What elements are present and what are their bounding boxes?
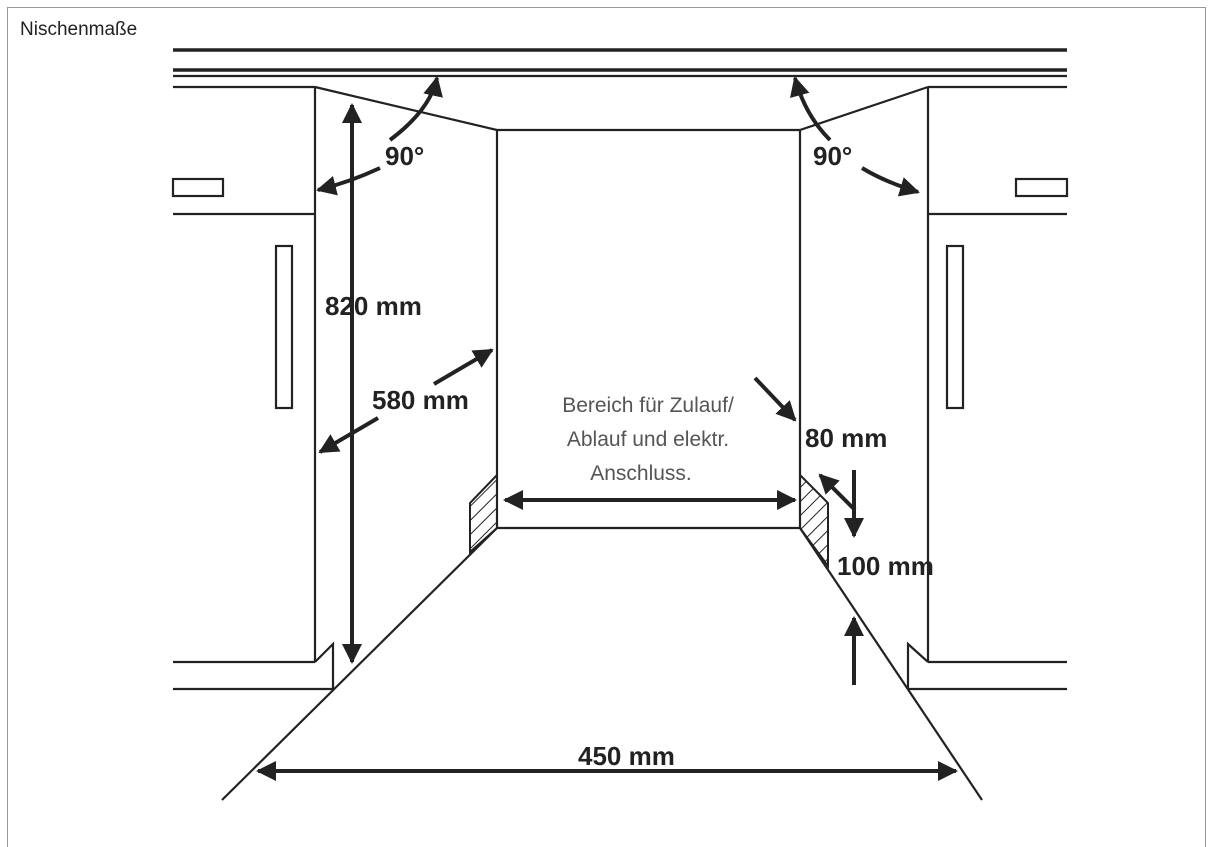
right-drawer-handle (1014, 177, 1069, 198)
plinth-hatching (469, 472, 829, 570)
area-note: Bereich für Zulauf/ Ablauf und elektr. A… (562, 394, 734, 485)
left-drawer-handle (171, 177, 225, 198)
depth-label: 580 mm (372, 385, 469, 415)
left-cabinet (171, 85, 335, 691)
right-door-handle (945, 244, 965, 410)
diagram-frame (7, 7, 1206, 847)
area-note-line-3: Anschluss. (590, 462, 692, 485)
right-cabinet (906, 85, 1069, 691)
height-label: 820 mm (325, 291, 422, 321)
angle-right-label: 90° (813, 141, 852, 171)
area-note-line-1: Bereich für Zulauf/ (562, 394, 734, 417)
side-top-label: 80 mm (805, 423, 887, 453)
niche (221, 85, 983, 801)
left-door-handle (274, 244, 294, 410)
angle-left-label: 90° (385, 141, 424, 171)
dimension-arrows (256, 76, 958, 781)
width-label: 450 mm (578, 741, 675, 771)
side-bottom-label: 100 mm (837, 551, 934, 581)
page-title: Nischenmaße (20, 19, 138, 40)
area-note-line-2: Ablauf und elektr. (567, 428, 729, 451)
countertop (173, 48, 1067, 78)
